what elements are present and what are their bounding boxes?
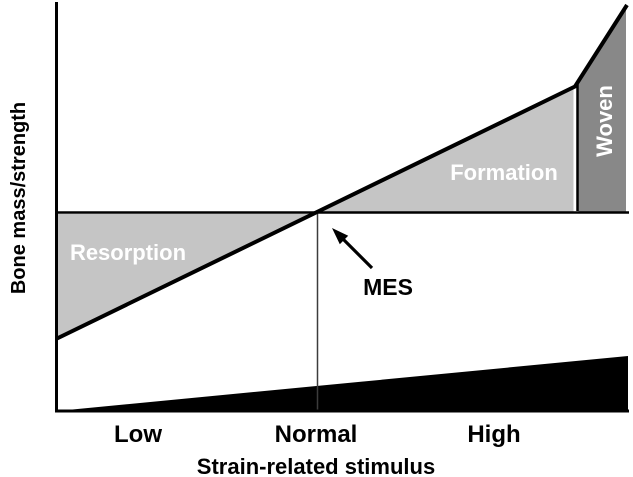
bone-response-line: [55, 3, 629, 341]
stimulus-wedge: [57, 356, 628, 411]
x-tick-low: Low: [114, 421, 162, 448]
mes-arrowhead-icon: [332, 228, 349, 245]
woven-region: [578, 7, 626, 212]
x-tick-normal: Normal: [275, 421, 358, 448]
woven-label: Woven: [592, 85, 617, 157]
mes-arrow-shaft: [340, 236, 374, 270]
x-tick-high: High: [467, 421, 520, 448]
resorption-label: Resorption: [70, 240, 186, 265]
y-axis-label: Bone mass/strength: [8, 102, 30, 294]
formation-label: Formation: [450, 160, 558, 185]
mes-label: MES: [363, 274, 413, 300]
x-axis-label: Strain-related stimulus: [197, 454, 435, 477]
